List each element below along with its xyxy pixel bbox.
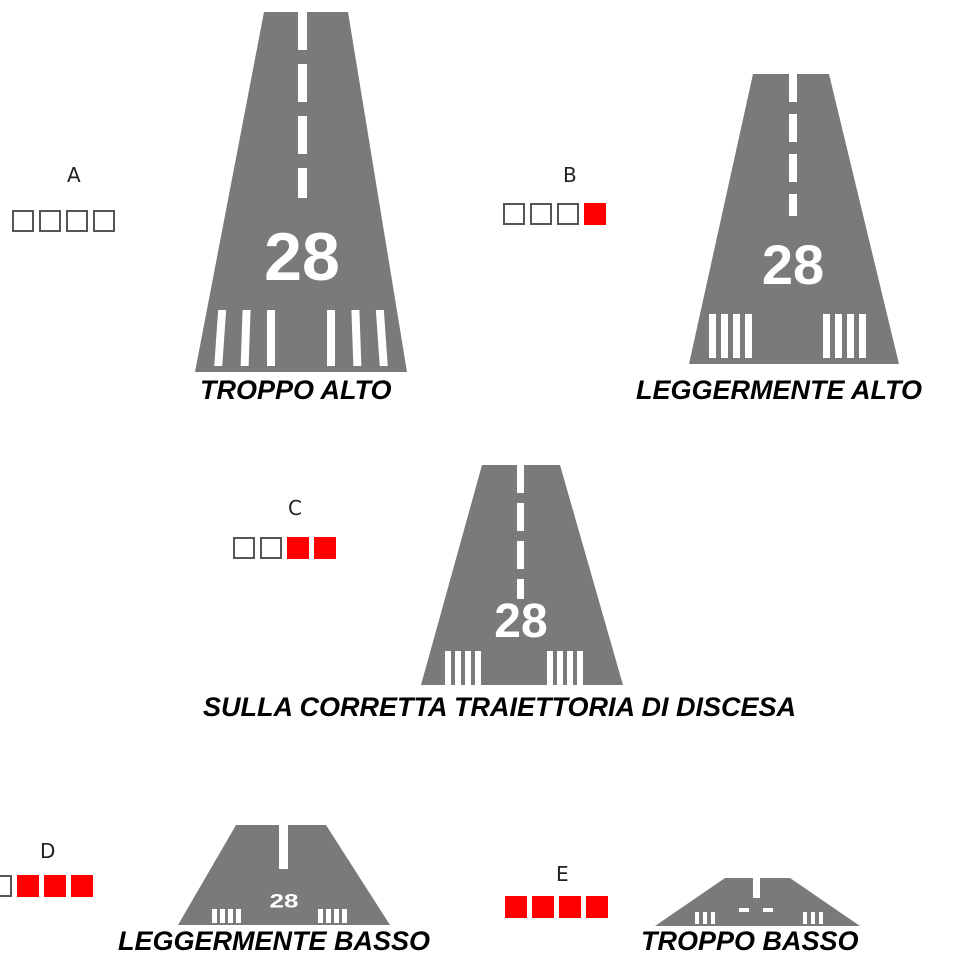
centerline-dash — [789, 194, 797, 216]
papi-light — [17, 875, 39, 897]
panel-b-caption: LEGGERMENTE ALTO — [636, 375, 923, 405]
papi-light — [586, 896, 608, 918]
papi-light — [559, 896, 581, 918]
threshold-bars — [187, 310, 415, 366]
papi-light — [557, 203, 579, 225]
papi-light — [12, 210, 34, 232]
papi-light — [287, 537, 309, 559]
papi-light — [505, 896, 527, 918]
papi-light — [584, 203, 606, 225]
panel-d-papi-lights — [0, 875, 93, 897]
panel-c-letter: C — [288, 496, 302, 520]
papi-light — [93, 210, 115, 232]
centerline-dash — [298, 116, 307, 154]
threshold-bars — [212, 909, 347, 923]
runway-number: 28 — [762, 233, 824, 296]
runway-number: 28 — [494, 595, 547, 648]
runway-number-distorted — [739, 908, 773, 912]
centerline-dash — [789, 114, 797, 142]
panel-e-caption: TROPPO BASSO — [641, 926, 859, 956]
panel-c-runway: 28 — [421, 465, 623, 685]
centerline-dash — [298, 64, 307, 102]
papi-light — [71, 875, 93, 897]
papi-light — [530, 203, 552, 225]
panel-e-papi-lights — [505, 896, 608, 918]
panel-c-caption: SULLA CORRETTA TRAIETTORIA DI DISCESA — [203, 692, 796, 722]
centerline-dash — [517, 579, 524, 599]
papi-light — [44, 875, 66, 897]
threshold-bars — [445, 651, 583, 685]
panel-c-papi-lights — [233, 537, 336, 559]
threshold-bars — [695, 912, 823, 924]
centerline-dash — [298, 12, 307, 50]
papi-light — [314, 537, 336, 559]
runway-surface — [421, 465, 623, 685]
centerline-dash — [517, 465, 524, 493]
panel-a-runway: 28 — [187, 12, 415, 372]
papi-light — [260, 537, 282, 559]
panel-b-papi-lights — [503, 203, 606, 225]
panel-e-runway — [655, 878, 860, 926]
centerline-dash — [789, 74, 797, 102]
centerline-dash — [517, 503, 524, 531]
runway-surface — [689, 74, 899, 364]
panel-d-letter: D — [40, 839, 56, 863]
centerline-dash — [298, 168, 307, 198]
centerline-dash — [789, 154, 797, 182]
panel-a-papi-lights — [12, 210, 115, 232]
runway-surface — [178, 825, 390, 925]
panel-a-caption: TROPPO ALTO — [200, 375, 392, 405]
panel-d-caption: LEGGERMENTE BASSO — [118, 926, 431, 956]
papi-light — [233, 537, 255, 559]
panel-b-runway: 28 — [689, 74, 899, 364]
papi-light — [39, 210, 61, 232]
panel-d-runway: 28 — [178, 825, 390, 925]
panel-e-letter: E — [556, 862, 569, 886]
panel-b-letter: B — [563, 163, 577, 187]
runway-number: 28 — [270, 890, 299, 912]
papi-light — [66, 210, 88, 232]
threshold-bars — [709, 314, 866, 358]
centerline-dash — [753, 878, 760, 898]
papi-light — [0, 875, 12, 897]
panel-a-letter: A — [67, 163, 81, 187]
papi-light — [532, 896, 554, 918]
centerline-dash — [517, 541, 524, 569]
runway-number: 28 — [264, 219, 340, 295]
centerline-dash — [279, 825, 288, 869]
papi-light — [503, 203, 525, 225]
